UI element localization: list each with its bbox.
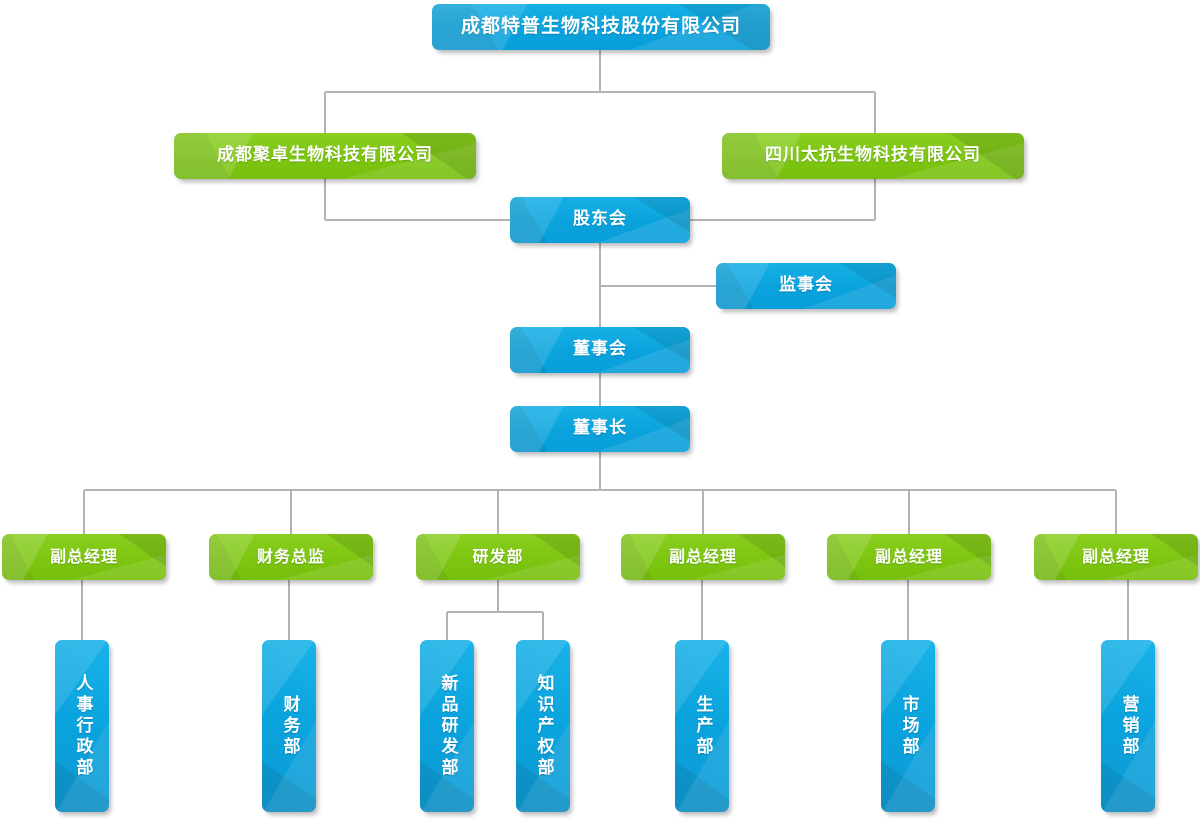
- org-node-label: 股东会: [573, 209, 627, 230]
- org-node-cfo[interactable]: 财务总监: [209, 534, 373, 580]
- org-node-market[interactable]: 市场部: [881, 640, 935, 812]
- org-node-sub1[interactable]: 成都聚卓生物科技有限公司: [174, 133, 476, 179]
- org-node-label: 市场部: [898, 694, 919, 758]
- org-node-boardfull[interactable]: 董事会: [510, 327, 690, 373]
- org-node-label: 副总经理: [1081, 546, 1150, 566]
- org-node-label: 财务总监: [256, 546, 325, 566]
- org-node-sharehold[interactable]: 股东会: [510, 197, 690, 243]
- org-node-label: 董事会: [573, 339, 627, 360]
- org-node-label: 新品研发部: [437, 673, 458, 779]
- org-node-vgm3[interactable]: 副总经理: [827, 534, 991, 580]
- org-node-label: 四川太抗生物科技有限公司: [765, 145, 981, 166]
- org-node-label: 知识产权部: [533, 673, 554, 779]
- org-node-label: 研发部: [472, 546, 524, 566]
- org-node-hr[interactable]: 人事行政部: [55, 640, 109, 812]
- org-node-sales[interactable]: 营销部: [1101, 640, 1155, 812]
- org-node-label: 副总经理: [49, 546, 118, 566]
- org-node-ip[interactable]: 知识产权部: [516, 640, 570, 812]
- org-node-vgm2[interactable]: 副总经理: [621, 534, 785, 580]
- org-node-finance[interactable]: 财务部: [262, 640, 316, 812]
- org-node-label: 成都聚卓生物科技有限公司: [217, 145, 433, 166]
- org-node-label: 监事会: [779, 275, 833, 296]
- org-node-label: 成都特普生物科技股份有限公司: [460, 15, 741, 38]
- org-node-label: 财务部: [279, 694, 300, 758]
- org-node-label: 营销部: [1118, 694, 1139, 758]
- org-node-label: 人事行政部: [72, 673, 93, 779]
- org-node-supervisor[interactable]: 监事会: [716, 263, 896, 309]
- org-node-vgm4[interactable]: 副总经理: [1034, 534, 1198, 580]
- org-node-label: 董事长: [573, 418, 627, 439]
- org-node-vgm1[interactable]: 副总经理: [2, 534, 166, 580]
- org-node-label: 副总经理: [668, 546, 737, 566]
- org-node-newprod[interactable]: 新品研发部: [420, 640, 474, 812]
- org-node-label: 副总经理: [874, 546, 943, 566]
- org-node-sub2[interactable]: 四川太抗生物科技有限公司: [722, 133, 1024, 179]
- org-node-chairman[interactable]: 董事长: [510, 406, 690, 452]
- org-node-rnd[interactable]: 研发部: [416, 534, 580, 580]
- org-node-production[interactable]: 生产部: [675, 640, 729, 812]
- org-node-label: 生产部: [692, 694, 713, 758]
- org-node-root[interactable]: 成都特普生物科技股份有限公司: [432, 4, 770, 50]
